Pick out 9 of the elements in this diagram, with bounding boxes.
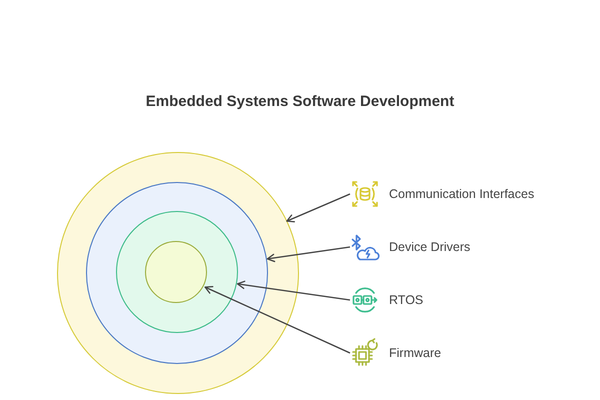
arrow [266, 246, 350, 262]
layer-label: RTOS [389, 293, 424, 307]
arrow [286, 193, 350, 222]
title: Embedded Systems Software Development [144, 93, 456, 110]
layer-label: Firmware [389, 346, 442, 360]
arrow [236, 280, 350, 301]
arrow [204, 286, 350, 354]
layer-label: Communication Interfaces [389, 187, 534, 201]
layer-label: Device Drivers [389, 240, 470, 254]
